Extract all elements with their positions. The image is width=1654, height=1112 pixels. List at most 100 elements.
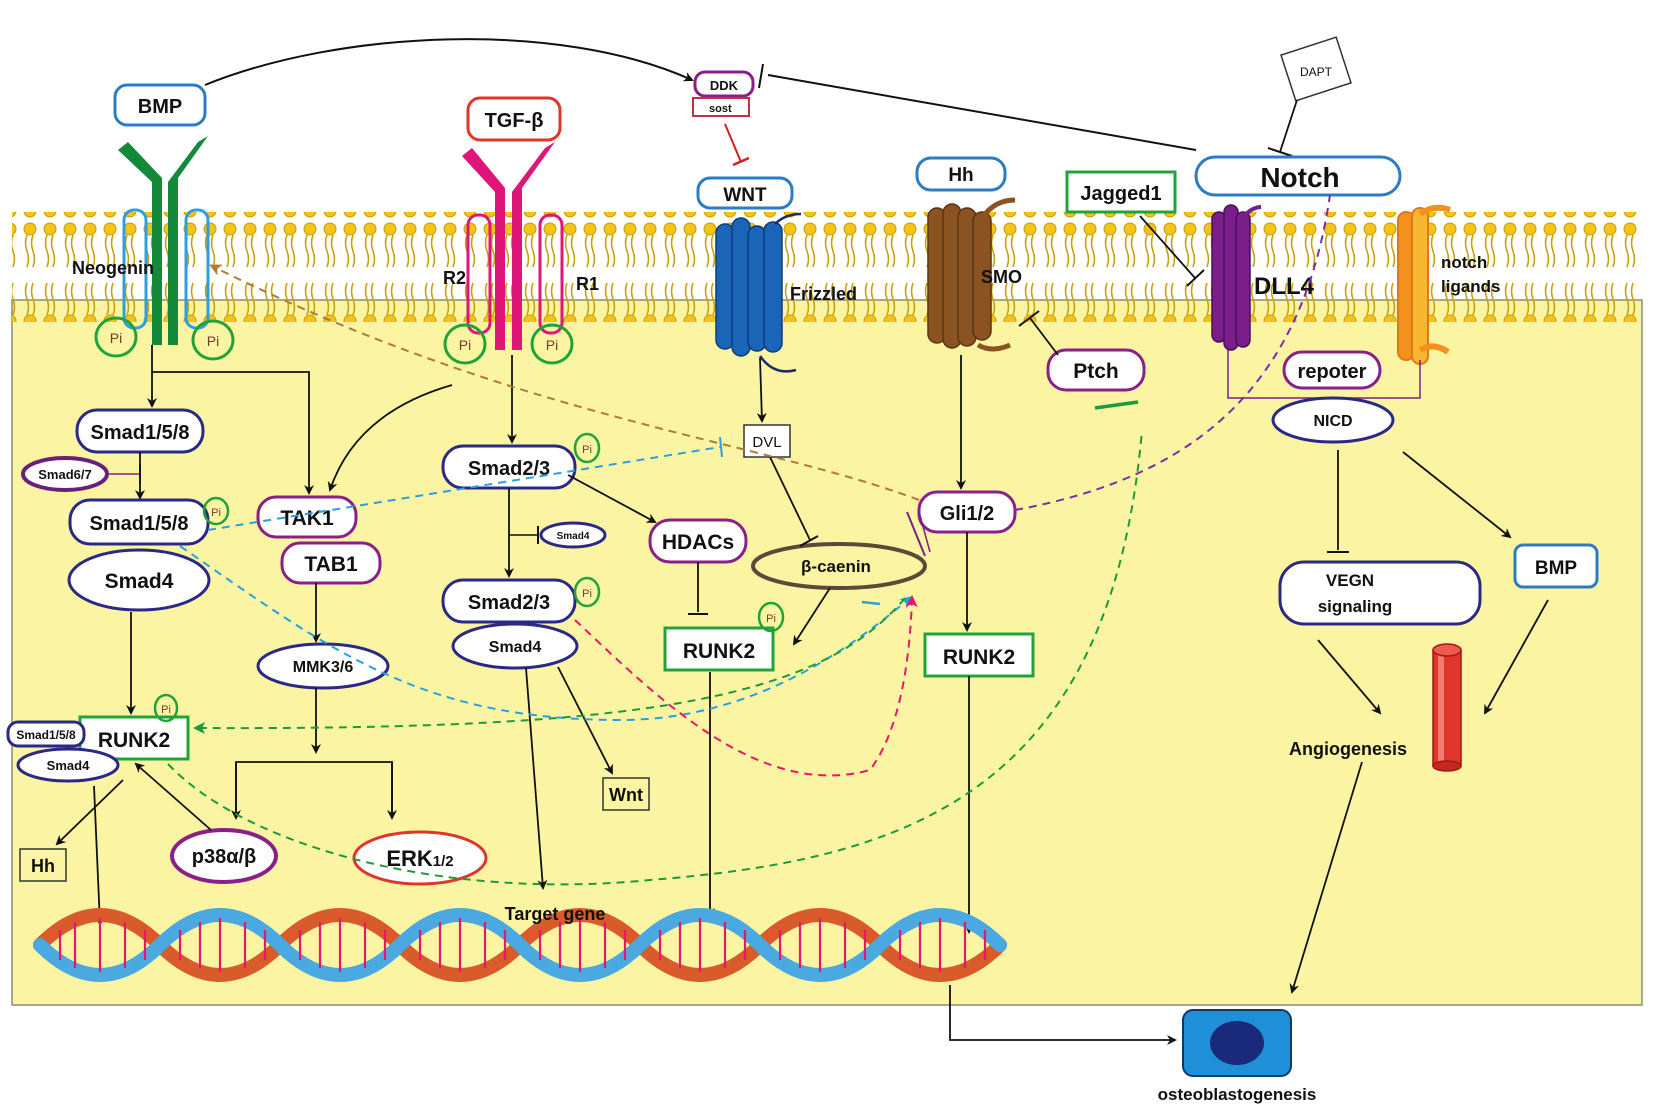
inhibit-bar-green — [1094, 400, 1139, 410]
wnt-output-box — [602, 777, 650, 811]
smad23-label: Smad2/3 — [468, 458, 550, 480]
frizzled-receptor — [715, 212, 802, 373]
runk2-tgf-node — [663, 626, 775, 672]
erk12-label: ERK1/2 — [386, 846, 453, 871]
jagged1-label: Jagged1 — [1080, 183, 1161, 205]
notch-ligands-label-line2: ligands — [1441, 277, 1501, 296]
smad23-phospho-node — [441, 578, 577, 624]
osteoblast-cell-icon — [1182, 1009, 1292, 1077]
inhibit-bar — [732, 156, 750, 167]
notch-label: Notch — [1260, 162, 1339, 193]
pi-badge — [573, 432, 601, 464]
pi-badge — [757, 601, 785, 633]
bmp-to-ddk-arrow — [204, 38, 694, 86]
wnt-ligand-label: WNT — [723, 185, 767, 206]
beta-catenin-label: β-caenin — [801, 557, 871, 576]
erk12-node — [352, 830, 488, 886]
bmp-right-node — [1513, 543, 1599, 589]
gli-to-neogenin-dashed — [209, 264, 920, 501]
sost-box — [692, 97, 750, 117]
inhibit-bar — [1018, 310, 1040, 327]
bcatenin-to-runk2-dashed — [193, 597, 906, 735]
mmk36-node — [256, 642, 390, 690]
ddk-box — [693, 70, 755, 98]
wnt-output-label: Wnt — [609, 785, 643, 805]
inhibit-bar — [719, 436, 723, 458]
pi-label: Pi — [207, 333, 219, 349]
tgf-ligand-label: TGF-β — [485, 110, 544, 132]
complex-smad4-node — [16, 747, 120, 783]
tak1-node — [256, 495, 358, 539]
cytoplasm — [11, 299, 1643, 1006]
tgf-ligand-box — [466, 96, 562, 142]
smad4-tgf-label: Smad4 — [489, 639, 542, 656]
pi-label: Pi — [110, 330, 122, 346]
pi-badge — [153, 693, 179, 723]
smad158-inhibit-dvl-dashed — [207, 446, 721, 531]
nicd-node — [1271, 396, 1395, 444]
smo-label: SMO — [981, 267, 1022, 287]
bmp-right-label: BMP — [1535, 558, 1578, 579]
nicd-label: NICD — [1313, 413, 1352, 430]
smad23-phospho-label: Smad2/3 — [468, 592, 550, 614]
tab1-label: TAB1 — [304, 553, 358, 576]
wnt-ligand-box — [696, 176, 794, 210]
complex-smad4-label: Smad4 — [47, 758, 90, 773]
smad4-small-label: Smad4 — [557, 531, 590, 542]
sost-label: sost — [709, 103, 732, 115]
pi-label: Pi — [582, 588, 592, 600]
vegn-to-angiogenesis — [1317, 639, 1382, 715]
dvl-label: DVL — [752, 434, 781, 451]
mmk36-label: MMK3/6 — [293, 659, 354, 676]
vegn-label-line1: VEGN — [1326, 571, 1374, 590]
target-gene-label: Target gene — [505, 904, 606, 924]
runk2-hh-label: RUNK2 — [943, 646, 1015, 669]
inhibit-bar — [906, 511, 926, 557]
smad4-label: Smad4 — [105, 570, 174, 593]
hdacs-label: HDACs — [662, 531, 734, 554]
angiogenesis-label: Angiogenesis — [1289, 739, 1407, 759]
smad158-phospho-label: Smad1/5/8 — [90, 513, 189, 535]
dll4-receptor — [1211, 204, 1262, 351]
pi-label: Pi — [161, 704, 171, 716]
pi-label: Pi — [546, 337, 558, 353]
smad67-label: Smad6/7 — [38, 467, 91, 482]
runk2-hh-node — [923, 632, 1035, 678]
ptch-node — [1046, 348, 1146, 392]
dapt-box — [1280, 36, 1352, 102]
angiogenesis-to-osteoblast — [1289, 761, 1363, 994]
hh-ligand-box — [915, 156, 1007, 192]
notch-box — [1194, 155, 1402, 197]
runk2-bmp-node — [78, 715, 190, 761]
smad158-label: Smad1/5/8 — [91, 422, 190, 444]
inhibit-bar — [758, 63, 764, 89]
complex-smad158-node — [6, 720, 86, 748]
ptch-inhibit-smo — [1029, 317, 1059, 356]
vegn-label-line2: signaling — [1318, 597, 1393, 616]
hh-ligand-label: Hh — [948, 165, 973, 186]
dapt-label: DAPT — [1300, 65, 1333, 79]
notch-inhibit-ddk — [767, 74, 1197, 151]
repoter-node — [1282, 350, 1382, 390]
gli-inhibit-bcatenin — [918, 511, 931, 553]
hh-output-label: Hh — [31, 856, 55, 876]
p38-node — [170, 828, 278, 884]
tgf-receptor: Pi Pi — [443, 142, 574, 365]
smad4-tgf-node — [451, 622, 579, 670]
p38-label: p38α/β — [192, 846, 257, 868]
bmp-to-vessel — [1484, 599, 1549, 715]
pi-badge — [573, 576, 601, 608]
pi-label: Pi — [211, 507, 221, 519]
jagged1-box — [1065, 170, 1177, 214]
neogenin-label: Neogenin — [72, 258, 154, 278]
cell-membrane — [12, 212, 1642, 322]
nicd-to-bmp — [1402, 451, 1512, 539]
notch-ligand-receptor — [1397, 204, 1452, 365]
vegn-signaling-node — [1278, 560, 1482, 626]
dapt-inhibit-notch — [1279, 99, 1298, 153]
smad4-small-node — [539, 521, 607, 549]
gli12-label: Gli1/2 — [940, 503, 994, 525]
dna-helix — [33, 908, 1007, 982]
smo-receptor — [927, 197, 1016, 352]
